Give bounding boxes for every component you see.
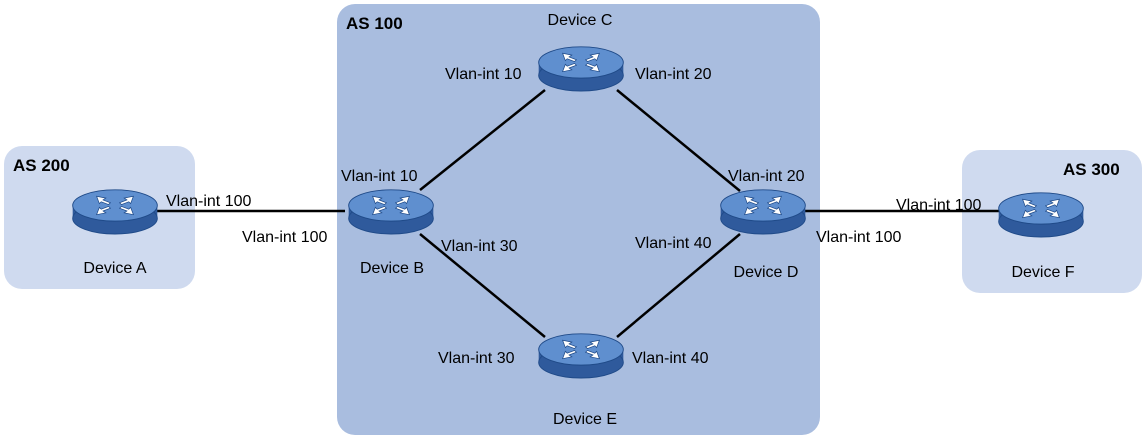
as-100-area (337, 4, 820, 435)
interface-label-b-e: Vlan-int 30 (441, 238, 518, 255)
interface-label-d-f: Vlan-int 100 (816, 229, 901, 246)
as-100-label: AS 100 (346, 14, 403, 33)
as-200-label: AS 200 (13, 156, 70, 175)
interface-label-b-a: Vlan-int 100 (242, 229, 327, 246)
device-c-label: Device C (548, 12, 613, 29)
interface-label-b-c: Vlan-int 10 (341, 168, 418, 185)
link-e-d (616, 233, 741, 338)
device-f-label: Device F (1011, 264, 1074, 281)
interface-label-a-b: Vlan-int 100 (166, 193, 251, 210)
router-icon[interactable] (998, 192, 1084, 238)
router-icon[interactable] (538, 46, 624, 92)
interface-label-d-e: Vlan-int 40 (635, 235, 712, 252)
as-300-label: AS 300 (1063, 160, 1120, 179)
device-a-label: Device A (83, 260, 146, 277)
device-e-label: Device E (553, 411, 617, 428)
device-d-label: Device D (734, 264, 799, 281)
interface-label-c-d: Vlan-int 20 (635, 66, 712, 83)
router-icon[interactable] (72, 189, 158, 235)
link-b-e (419, 233, 546, 338)
interface-label-d-c: Vlan-int 20 (728, 168, 805, 185)
device-b-label: Device B (360, 260, 424, 277)
interface-label-e-d: Vlan-int 40 (632, 350, 709, 367)
router-icon[interactable] (538, 333, 624, 379)
router-icon[interactable] (348, 189, 434, 235)
router-icon[interactable] (720, 189, 806, 235)
link-c-d (616, 89, 741, 192)
interface-label-e-b: Vlan-int 30 (438, 350, 515, 367)
link-b-c (419, 89, 546, 191)
interface-label-c-b: Vlan-int 10 (445, 66, 522, 83)
interface-label-f-d: Vlan-int 100 (896, 197, 981, 214)
